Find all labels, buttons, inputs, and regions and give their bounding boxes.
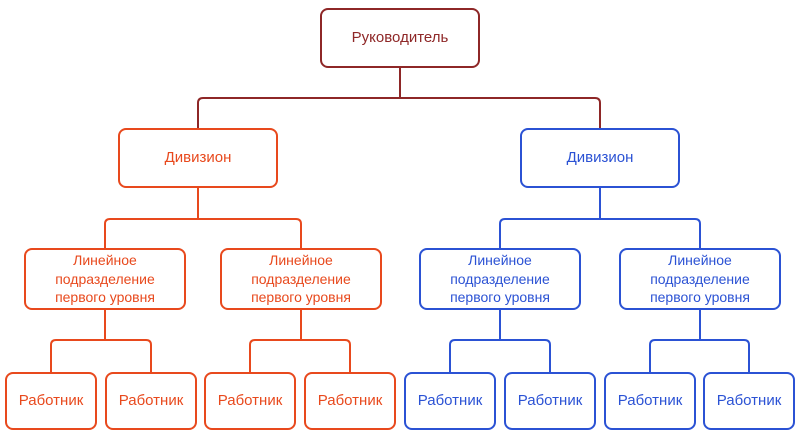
node-worker-3[interactable]: Работник — [204, 372, 296, 430]
node-label: Руководитель — [351, 28, 449, 46]
connector-root-bracket — [197, 97, 601, 128]
connector-dept2-bracket — [249, 339, 351, 372]
node-label: Работник — [217, 391, 283, 409]
node-worker-7[interactable]: Работник — [604, 372, 696, 430]
node-label: Дивизион — [164, 148, 232, 166]
node-label: Работник — [417, 391, 483, 409]
node-worker-1[interactable]: Работник — [5, 372, 97, 430]
node-worker-8[interactable]: Работник — [703, 372, 795, 430]
connector-dept1-bracket — [50, 339, 152, 372]
node-department-1[interactable]: Линейное подразделение первого уровня — [24, 248, 186, 310]
node-worker-2[interactable]: Работник — [105, 372, 197, 430]
node-department-2[interactable]: Линейное подразделение первого уровня — [220, 248, 382, 310]
connector-division-right-bracket — [499, 218, 701, 248]
node-label: Работник — [317, 391, 383, 409]
node-label: Работник — [716, 391, 782, 409]
connector-division-left-bracket — [104, 218, 302, 248]
connector-dept4-bracket — [649, 339, 750, 372]
node-worker-4[interactable]: Работник — [304, 372, 396, 430]
node-root-manager[interactable]: Руководитель — [320, 8, 480, 68]
node-label: Дивизион — [566, 148, 634, 166]
node-division-right[interactable]: Дивизион — [520, 128, 680, 188]
node-department-3[interactable]: Линейное подразделение первого уровня — [419, 248, 581, 310]
node-label: Линейное подразделение первого уровня — [650, 251, 750, 306]
node-department-4[interactable]: Линейное подразделение первого уровня — [619, 248, 781, 310]
node-label: Линейное подразделение первого уровня — [450, 251, 550, 306]
connector-dept3-bracket — [449, 339, 551, 372]
node-label: Линейное подразделение первого уровня — [55, 251, 155, 306]
node-label: Работник — [517, 391, 583, 409]
node-worker-5[interactable]: Работник — [404, 372, 496, 430]
node-division-left[interactable]: Дивизион — [118, 128, 278, 188]
node-worker-6[interactable]: Работник — [504, 372, 596, 430]
node-label: Работник — [18, 391, 84, 409]
node-label: Линейное подразделение первого уровня — [251, 251, 351, 306]
node-label: Работник — [118, 391, 184, 409]
node-label: Работник — [617, 391, 683, 409]
